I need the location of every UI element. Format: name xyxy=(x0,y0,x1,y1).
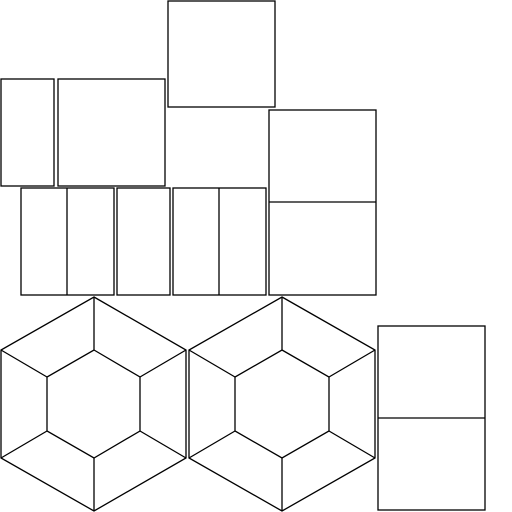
hexagon-right-inner xyxy=(234,349,330,459)
hexagon-right-spoke-3 xyxy=(328,430,376,459)
hexagon-left-spoke-5 xyxy=(0,430,48,459)
panel-row-b xyxy=(116,187,171,296)
panel-row-c xyxy=(172,187,267,296)
panel-left-square xyxy=(57,78,166,187)
hexagon-left xyxy=(0,296,187,512)
panel-top-center xyxy=(167,0,276,108)
hexagon-right-spoke-5 xyxy=(188,430,236,459)
hexagon-left-inner xyxy=(46,349,141,459)
panel-right-tall xyxy=(268,109,377,296)
panel-left-narrow xyxy=(0,78,55,187)
panel-row-a xyxy=(20,187,115,296)
hexagon-right xyxy=(188,296,376,512)
hexagon-left-spoke-3 xyxy=(139,430,187,459)
panel-bottom-right xyxy=(377,325,486,511)
hexagon-left-spoke-2 xyxy=(139,349,187,378)
hexagon-right-spoke-2 xyxy=(328,349,376,378)
hexagon-left-spoke-6 xyxy=(0,349,48,378)
hexagon-right-spoke-6 xyxy=(188,349,236,378)
